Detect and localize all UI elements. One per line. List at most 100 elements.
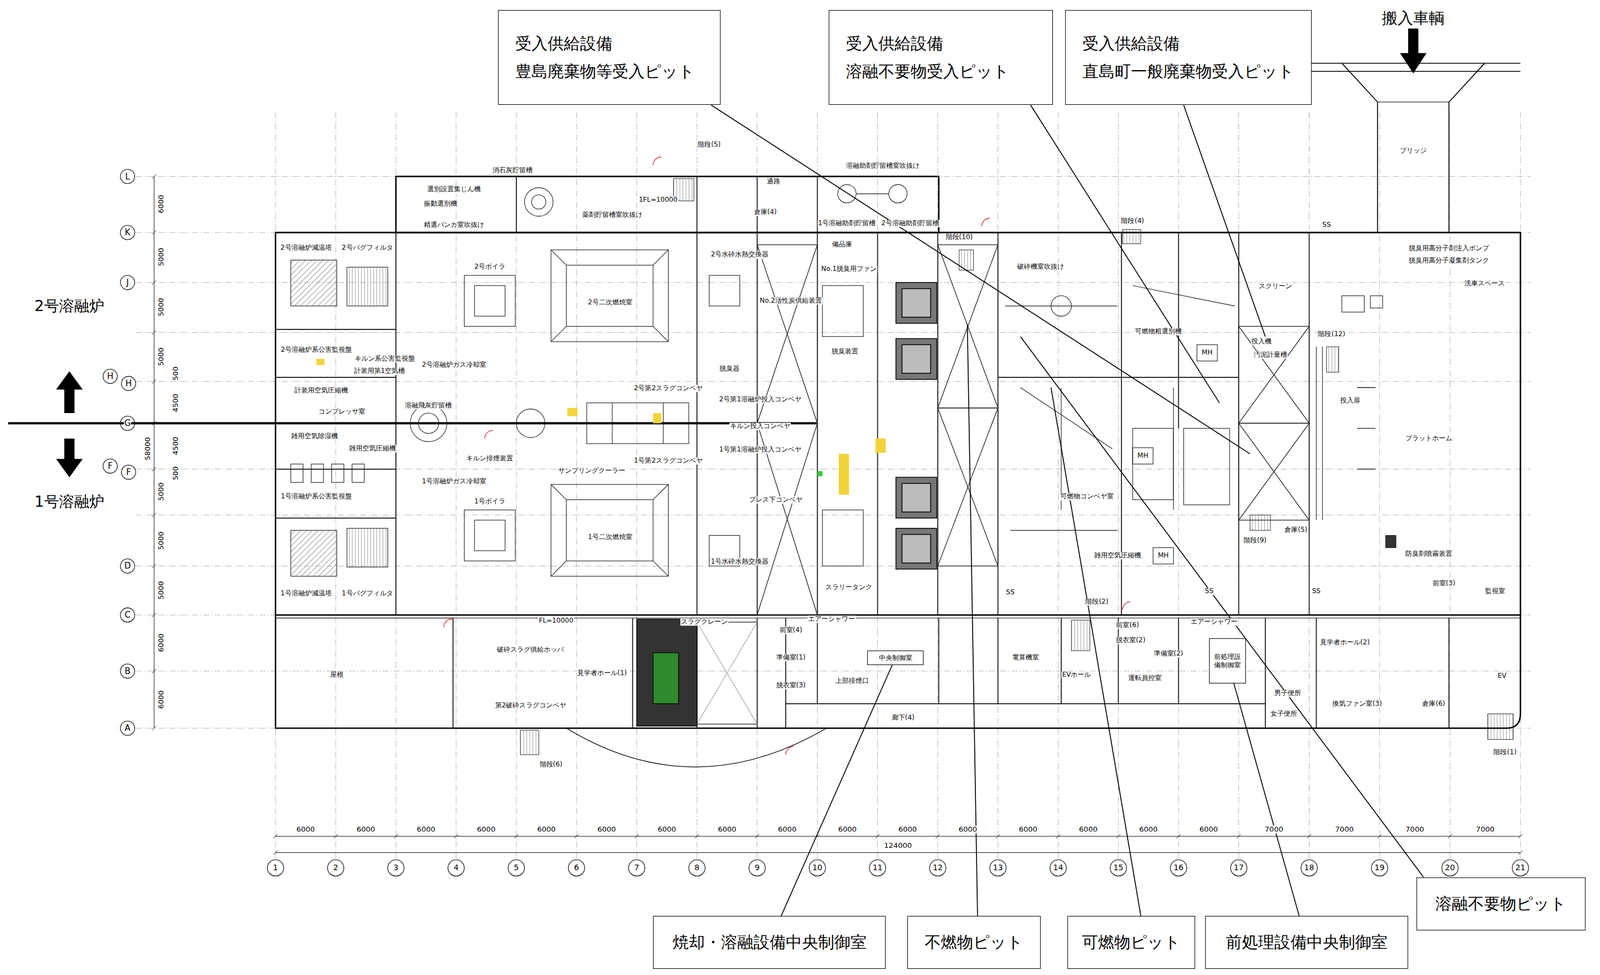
room-label: EV [1496, 673, 1507, 681]
room-label: EVホール [1061, 672, 1092, 680]
grid-bubbles [120, 169, 135, 185]
grid-number: 6 [573, 863, 580, 873]
room-label: 1号第1溶融炉投入コンベヤ [718, 446, 802, 454]
grid-bubbles [1230, 859, 1247, 877]
walls [275, 618, 453, 729]
room-label: 1号水砕水熱交換器 [710, 558, 770, 567]
equipment [586, 403, 689, 444]
grid-bubbles [121, 465, 137, 480]
grid-number: 15 [1112, 863, 1124, 873]
room-label: 電算機室 [1011, 654, 1040, 662]
slag-crane [566, 728, 827, 768]
building-outline [395, 176, 939, 234]
room-label: SS [1204, 588, 1215, 596]
room-label: 1号ボイラ [473, 498, 506, 506]
dimension: 58000 [143, 436, 152, 461]
equipment [290, 260, 337, 307]
grid-letter: D [123, 561, 132, 572]
room-label: 1号第2スラグコンベヤ [633, 457, 704, 465]
grid-bubbles [1441, 859, 1458, 877]
pits [1238, 423, 1309, 521]
hopper-squares [901, 288, 931, 318]
walls [516, 176, 818, 234]
dimension: 6000 [295, 825, 316, 834]
room-label: 可燃物粗選別機 [1134, 327, 1183, 336]
dimension: 4500 [171, 393, 180, 413]
grid-bubbles [120, 275, 135, 290]
callout-text: 中央制御室 [878, 654, 913, 662]
callout-box: 前処理設備中央制御室 [1205, 916, 1409, 970]
room-label: 2号バグフィルタ [341, 244, 394, 252]
room-label: MH [1137, 452, 1149, 460]
pits [1238, 326, 1309, 424]
equipment [1132, 447, 1154, 464]
grid-bubbles [120, 664, 135, 679]
room-label: 2号第1溶融炉投入コンベヤ [718, 396, 802, 404]
walls [275, 176, 1449, 729]
room-label: プレス下コンベヤ [748, 496, 804, 504]
grid-number: 16 [1172, 863, 1184, 873]
door-swings [484, 430, 493, 439]
leader-line [781, 665, 893, 917]
equipment [474, 285, 506, 317]
room-label: エアーシャワー [807, 615, 856, 623]
hopper-squares [901, 534, 931, 564]
grid-bubbles [120, 559, 135, 574]
callout-text: 前処理設備制御室 [1210, 653, 1245, 670]
grid-number: 1 [272, 863, 279, 873]
room-label: 汚泥計量槽 [1253, 351, 1288, 359]
equipment [1196, 344, 1218, 361]
door-swings [443, 157, 1131, 756]
room-label: 1号バグフィルタ [341, 590, 394, 598]
room-label: 屋根 [329, 672, 345, 680]
room-label: 1号二次燃焼室 [587, 534, 633, 542]
grid-number: 7 [633, 863, 640, 873]
room-label: 可燃物コンベヤ室 [1059, 492, 1115, 501]
room-label: 上部排煙口 [834, 678, 870, 686]
room-label: 雑用空気除湿機 [290, 433, 339, 441]
dimension: 5000 [157, 347, 166, 367]
grid-lines [135, 282, 1531, 283]
room-label: SS [1321, 221, 1332, 230]
equipment [550, 249, 669, 342]
direction-arrows [1399, 28, 1427, 74]
equipment [837, 184, 857, 203]
room-label: 2号溶融炉減温塔 [279, 244, 333, 252]
pits [697, 622, 758, 725]
grid-bubbles [809, 859, 826, 877]
stairs [1122, 229, 1142, 245]
room-label: 前室(3) [1432, 579, 1457, 588]
room-label: 階段(12) [1317, 331, 1346, 339]
callout-box: 溶融不要物ピット [1416, 877, 1587, 931]
stairs [520, 730, 539, 756]
dimension: 5000 [157, 581, 166, 601]
grid-number: 13 [992, 863, 1004, 873]
room-label: 階段(2) [1084, 598, 1109, 606]
grid-bubbles [120, 607, 135, 623]
grid-letter: L [124, 171, 131, 182]
pits [697, 622, 758, 725]
grid-letter: G [123, 418, 132, 429]
callout-text: 前処理設備中央制御室 [1225, 933, 1388, 953]
room-label: プラットホーム [1404, 434, 1453, 443]
grid-lines [576, 112, 577, 859]
room-label: 通路 [766, 177, 781, 186]
door-swings [653, 157, 662, 166]
room-label: 第2破砕スラグコンベヤ [494, 702, 568, 710]
room-label: 2号水砕水熱交換器 [710, 251, 770, 259]
grid-bubbles [387, 859, 404, 877]
slag-crane [566, 619, 827, 768]
room-label: スクリーン [1258, 283, 1293, 291]
color-marks [316, 359, 325, 366]
equipment [464, 275, 516, 327]
dimension: 7000 [1264, 825, 1284, 834]
equipment [464, 510, 516, 562]
color-marks [838, 453, 849, 495]
grid-bubbles [1301, 859, 1318, 877]
dimension-lines [273, 834, 1523, 839]
equipment [1341, 296, 1365, 313]
callout-heading: 受入供給設備 [846, 34, 944, 54]
room-label: 2号ボイラ [473, 263, 506, 272]
dimension: 6000 [837, 825, 858, 834]
